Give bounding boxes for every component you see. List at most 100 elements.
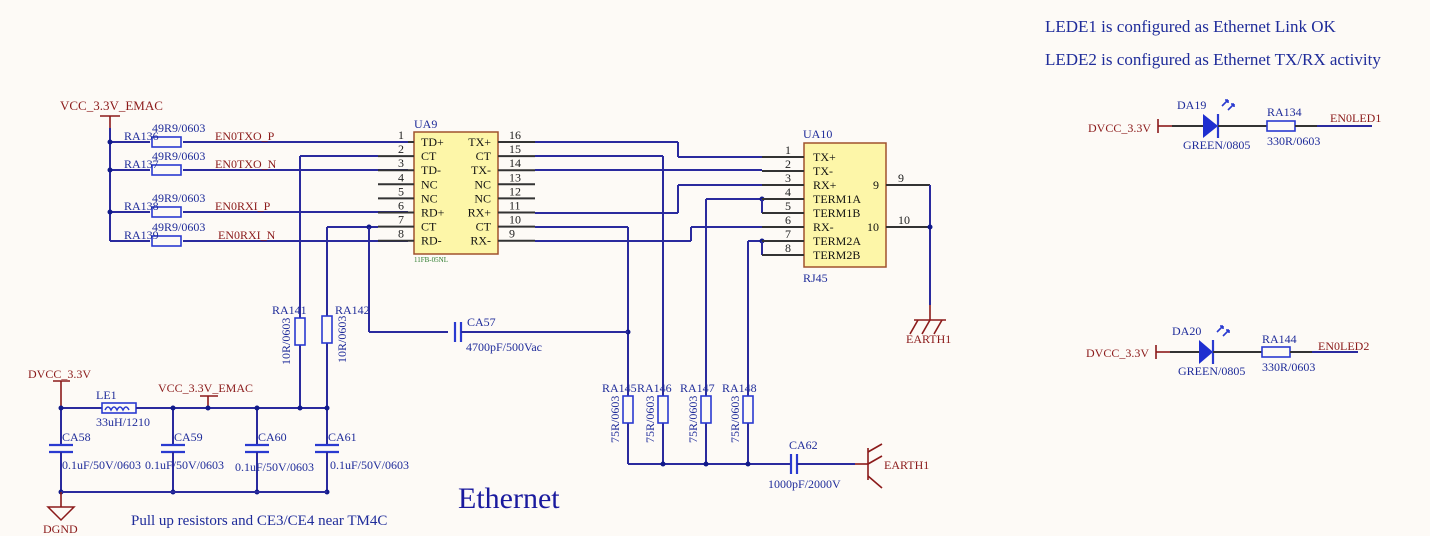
svg-text:RA144: RA144 xyxy=(1262,332,1297,346)
ua10-part: RJ45 xyxy=(803,271,828,285)
decoupling-caps: CA58 0.1uF/50V/0603 CA59 0.1uF/50V/0603 CA60… xyxy=(49,405,409,495)
svg-text:49R9/0603: 49R9/0603 xyxy=(152,220,205,234)
ua9-ref: UA9 xyxy=(414,117,437,131)
res-ra141: RA141 10R/0603 xyxy=(272,303,307,365)
svg-text:330R/0603: 330R/0603 xyxy=(1262,360,1315,374)
ua9-pin-name: NC xyxy=(421,191,438,205)
ua10-pin-number: 4 xyxy=(785,185,791,199)
ua10-pin-name: TX+ xyxy=(813,150,836,164)
ua9-pin-number: 7 xyxy=(398,213,404,227)
svg-text:CA58: CA58 xyxy=(62,430,91,444)
ua9-pin-name: CT xyxy=(476,149,492,163)
svg-text:49R9/0603: 49R9/0603 xyxy=(152,191,205,205)
ua10-pin-number: 6 xyxy=(785,213,791,227)
net-en0txo-p: EN0TXO_P xyxy=(215,129,275,143)
ua9-pin-name: RX- xyxy=(470,234,491,248)
cap-ca58: CA58 0.1uF/50V/0603 xyxy=(49,405,141,495)
ua9-pin-number: 10 xyxy=(509,213,521,227)
net-en0rxi-p: EN0RXI_P xyxy=(215,199,271,213)
ua9-pin-name: RX+ xyxy=(468,206,492,220)
ua9-pin-name: CT xyxy=(476,220,492,234)
svg-text:75R/0603: 75R/0603 xyxy=(643,396,657,443)
svg-text:RA134: RA134 xyxy=(1267,105,1302,119)
ua9-pin-name: NC xyxy=(474,191,491,205)
svg-text:10R/0603: 10R/0603 xyxy=(279,318,293,365)
svg-text:GREEN/0805: GREEN/0805 xyxy=(1183,138,1250,152)
svg-text:DA19: DA19 xyxy=(1177,98,1206,112)
note-lede1: LEDE1 is configured as Ethernet Link OK xyxy=(1045,17,1337,36)
ua9-pin-number: 1 xyxy=(398,128,404,142)
ua9-pin-number: 8 xyxy=(398,227,404,241)
svg-text:RA146: RA146 xyxy=(637,381,672,395)
ua9-pin-name: CT xyxy=(421,149,437,163)
svg-text:10R/0603: 10R/0603 xyxy=(335,316,349,363)
net-en0rxi-n: EN0RXI_N xyxy=(218,228,276,242)
svg-text:RA147: RA147 xyxy=(680,381,715,395)
ua10-pin-number: 2 xyxy=(785,157,791,171)
dgnd-icon xyxy=(46,506,76,522)
ua10-pin-name: TERM1B xyxy=(813,206,860,220)
svg-text:RA142: RA142 xyxy=(335,303,370,317)
bob-smith-resistors: RA14575R/0603RA14675R/0603RA14775R/0603R… xyxy=(602,381,757,464)
led2-diode-icon xyxy=(1199,340,1213,364)
svg-text:CA59: CA59 xyxy=(174,430,203,444)
net-en0txo-n: EN0TXO_N xyxy=(215,157,277,171)
res-ra139: RA139 49R9/0603 EN0RXI_N xyxy=(110,220,408,247)
svg-text:GREEN/0805: GREEN/0805 xyxy=(1178,364,1245,378)
ua9-pin-name: NC xyxy=(474,177,491,191)
ua10-pin-name: RX+ xyxy=(813,178,837,192)
ua9-pin-number: 2 xyxy=(398,142,404,156)
earth-symbol-rj45 xyxy=(909,305,946,335)
svg-text:CA57: CA57 xyxy=(467,315,496,329)
cap-ca59: CA59 0.1uF/50V/0603 xyxy=(145,405,224,495)
ua9-pin-name: NC xyxy=(421,177,438,191)
svg-text:49R9/0603: 49R9/0603 xyxy=(152,121,205,135)
ua9-pin-name: TD+ xyxy=(421,135,444,149)
ua10-pin-name: TERM2A xyxy=(813,234,861,248)
svg-text:0.1uF/50V/0603: 0.1uF/50V/0603 xyxy=(235,460,314,474)
res-ra137: RA137 49R9/0603 EN0TXO_N xyxy=(110,149,408,176)
led1-diode-icon xyxy=(1203,114,1218,138)
ua10-pin-number: 3 xyxy=(785,171,791,185)
ua10-pin-number: 8 xyxy=(785,241,791,255)
svg-text:CA61: CA61 xyxy=(328,430,357,444)
res-ra142: RA142 10R/0603 xyxy=(321,303,370,363)
svg-text:RA148: RA148 xyxy=(722,381,757,395)
net-en0led1: EN0LED1 xyxy=(1330,111,1381,125)
ua9-pin-name: TX+ xyxy=(468,135,491,149)
ua10-pin-number: 7 xyxy=(785,227,791,241)
res-ra138: RA138 49R9/0603 EN0RXI_P xyxy=(110,191,408,218)
svg-text:CA62: CA62 xyxy=(789,438,818,452)
svg-text:0.1uF/50V/0603: 0.1uF/50V/0603 xyxy=(145,458,224,472)
svg-text:RA139: RA139 xyxy=(124,228,159,242)
ua9-pin-number: 5 xyxy=(398,184,404,198)
ua10-ref: UA10 xyxy=(803,127,832,141)
net-vcc-emac-top: VCC_3.3V_EMAC xyxy=(60,98,163,113)
note-lede2: LEDE2 is configured as Ethernet TX/RX ac… xyxy=(1045,50,1381,69)
ua10-body xyxy=(803,142,887,268)
earth-symbol-cap xyxy=(867,443,883,489)
net-earth-rj45: EARTH1 xyxy=(906,332,951,346)
ua10-pin-number: 1 xyxy=(785,143,791,157)
ua9-pin-number: 6 xyxy=(398,199,404,213)
inductor-le1: LE1 33uH/1210 xyxy=(96,388,150,429)
cap-ca57: CA57 4700pF/500Vac xyxy=(453,315,628,354)
net-dgnd: DGND xyxy=(43,522,78,536)
ua9-pin-number: 11 xyxy=(509,199,521,213)
ua9-pin-number: 13 xyxy=(509,170,521,184)
led2-circuit: DVCC_3.3V DA20 GREEN/0805 RA144 330R/060… xyxy=(1086,324,1369,378)
res-ra136: RA136 49R9/0603 EN0TXO_P xyxy=(110,121,408,148)
svg-text:0.1uF/50V/0603: 0.1uF/50V/0603 xyxy=(62,458,141,472)
svg-text:CA60: CA60 xyxy=(258,430,287,444)
ua10-pin-name: TX- xyxy=(813,164,833,178)
power-port-vcc-emac-top xyxy=(100,115,120,128)
net-en0led2: EN0LED2 xyxy=(1318,339,1369,353)
svg-text:49R9/0603: 49R9/0603 xyxy=(152,149,205,163)
